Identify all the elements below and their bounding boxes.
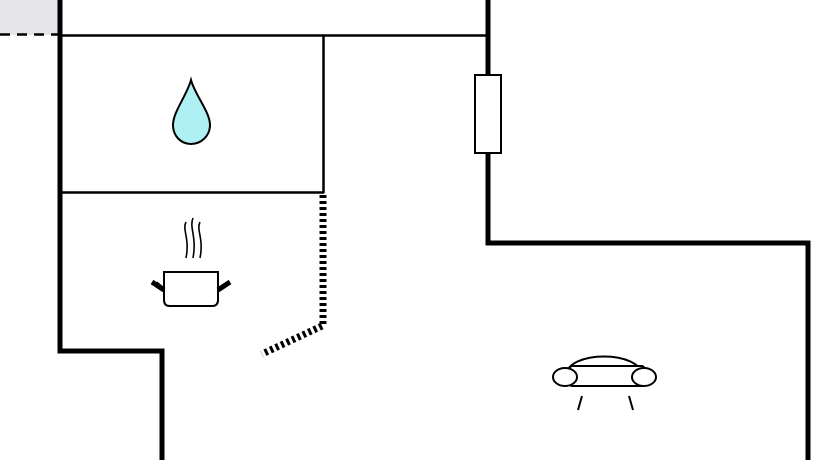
- sofa-icon: [552, 355, 657, 411]
- adjacent-area: [0, 0, 58, 36]
- kitchen: [150, 217, 232, 307]
- bathroom: [171, 76, 212, 146]
- left-exterior-wall: [57, 0, 165, 460]
- window-icon: [474, 74, 502, 154]
- interior-walls: [60, 34, 488, 194]
- cooking-pot-icon: [150, 217, 232, 307]
- living-room: [552, 355, 657, 411]
- right-exterior-wall: [485, 0, 811, 460]
- exterior-walls: [57, 0, 811, 460]
- water-drop-icon: [171, 76, 212, 146]
- sliding-door-icon: [260, 195, 327, 358]
